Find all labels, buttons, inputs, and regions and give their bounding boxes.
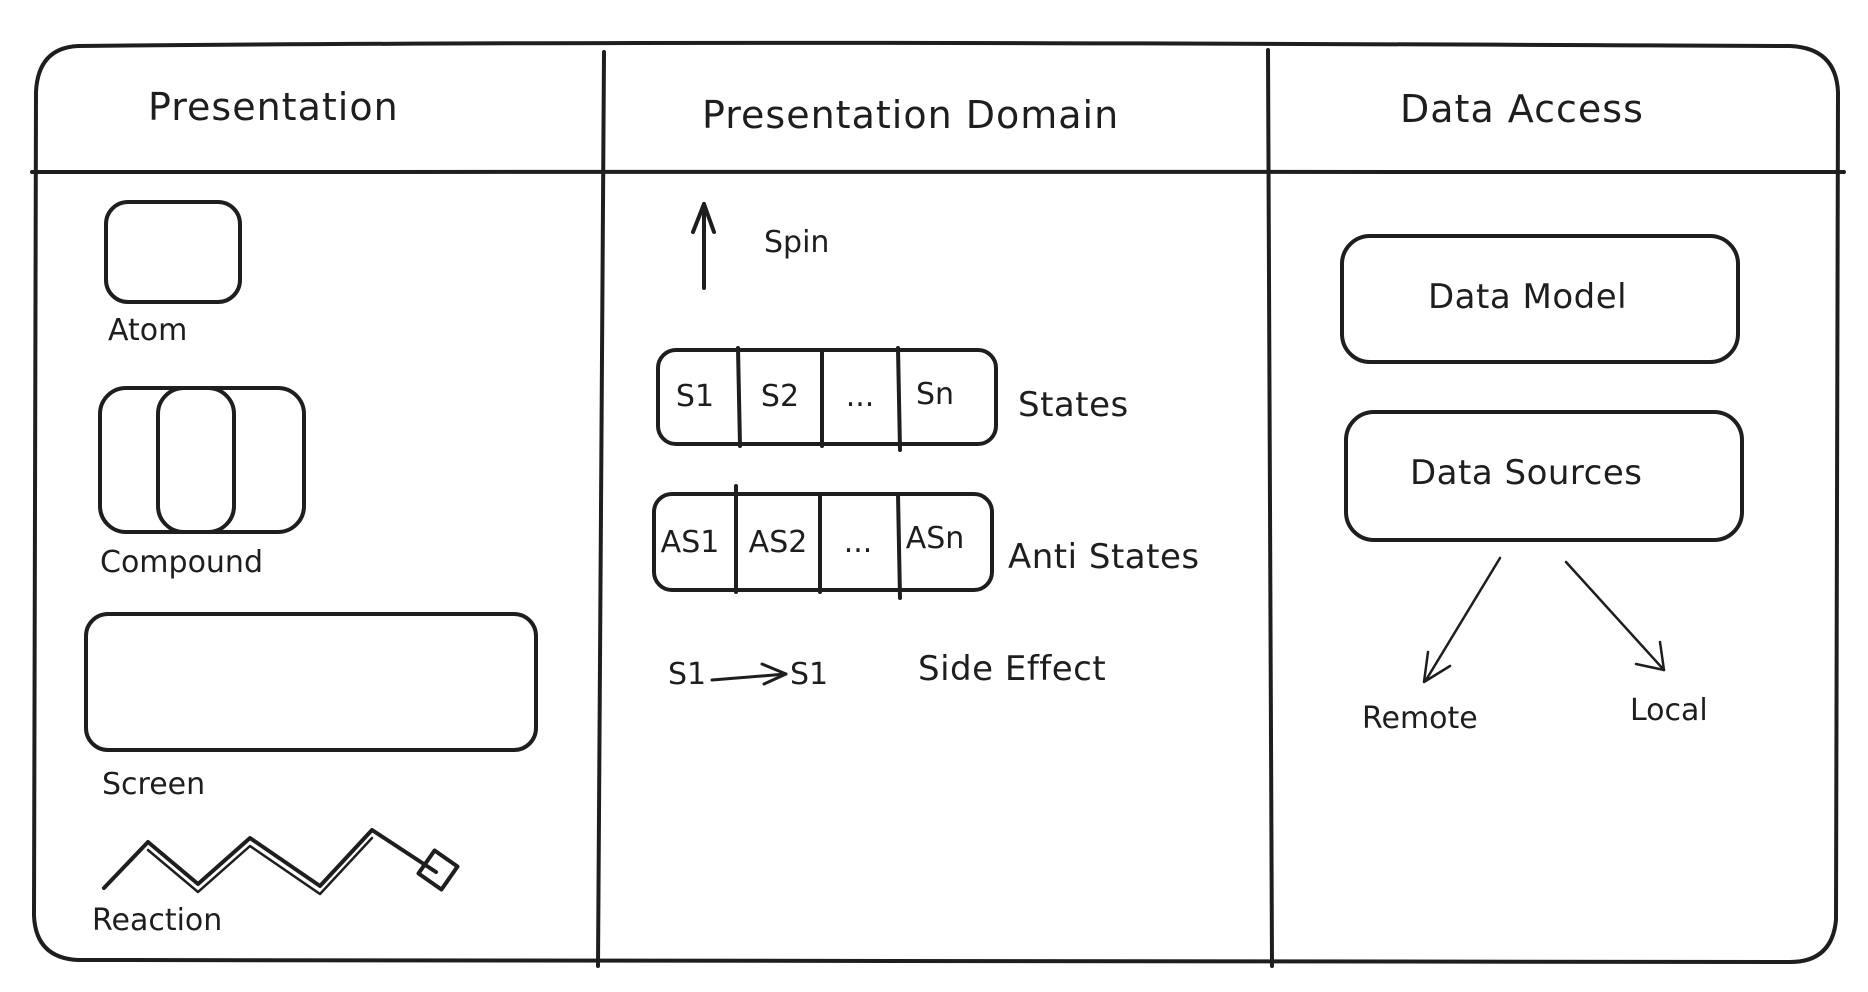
remote-label: Remote — [1362, 701, 1478, 736]
reaction-label: Reaction — [92, 903, 223, 938]
anti-states-cell-divider — [896, 492, 902, 600]
data-sources-box — [1344, 410, 1744, 542]
anti-state-cell: AS1 — [660, 525, 720, 560]
side-effect-label: Side Effect — [918, 649, 1107, 689]
presentation-domain-column-title: Presentation Domain — [702, 93, 1120, 137]
data-model-box — [1340, 234, 1740, 364]
anti-state-cell: ASn — [905, 521, 965, 556]
side-effect-to: S1 — [790, 657, 829, 692]
remote-arrowhead — [1422, 650, 1452, 684]
states-label: States — [1018, 385, 1129, 425]
state-cell: ... — [845, 379, 875, 414]
states-cell-divider — [736, 346, 742, 448]
atom-shape — [104, 200, 242, 304]
side-effect-arrow — [710, 672, 788, 682]
state-cell: S2 — [760, 379, 800, 414]
column-divider-1 — [596, 50, 606, 968]
state-cell: S1 — [675, 379, 715, 414]
presentation-column-title: Presentation — [148, 85, 399, 129]
local-label: Local — [1630, 693, 1708, 728]
local-arrow — [1564, 560, 1666, 672]
anti-state-cell: ... — [843, 525, 873, 560]
compound-inner-shape — [156, 386, 236, 534]
local-arrowhead — [1634, 640, 1666, 672]
compound-outer-shape — [98, 386, 306, 534]
screen-shape — [84, 612, 538, 752]
spin-arrowhead — [691, 202, 716, 234]
anti-state-cell: AS2 — [748, 525, 808, 560]
states-cell-divider — [896, 346, 902, 452]
side-effect-from: S1 — [668, 657, 707, 692]
data-access-column-title: Data Access — [1400, 87, 1644, 131]
side-effect-arrowhead — [760, 662, 788, 686]
header-divider — [30, 169, 1846, 175]
states-strip — [656, 348, 998, 446]
anti-states-strip — [652, 492, 994, 592]
atom-label: Atom — [108, 313, 188, 348]
column-divider-2 — [1266, 48, 1274, 968]
remote-arrow — [1424, 556, 1502, 682]
state-cell: Sn — [915, 377, 955, 412]
anti-states-label: Anti States — [1008, 537, 1200, 577]
compound-label: Compound — [100, 545, 263, 580]
screen-label: Screen — [102, 767, 206, 802]
outer-frame — [32, 40, 1840, 964]
reaction-end-box — [416, 848, 460, 892]
spin-label: Spin — [764, 225, 830, 260]
reaction-zigzag-shadow — [146, 836, 374, 896]
data-sources-label: Data Sources — [1410, 453, 1643, 493]
data-model-label: Data Model — [1428, 277, 1628, 317]
reaction-zigzag — [102, 828, 438, 890]
